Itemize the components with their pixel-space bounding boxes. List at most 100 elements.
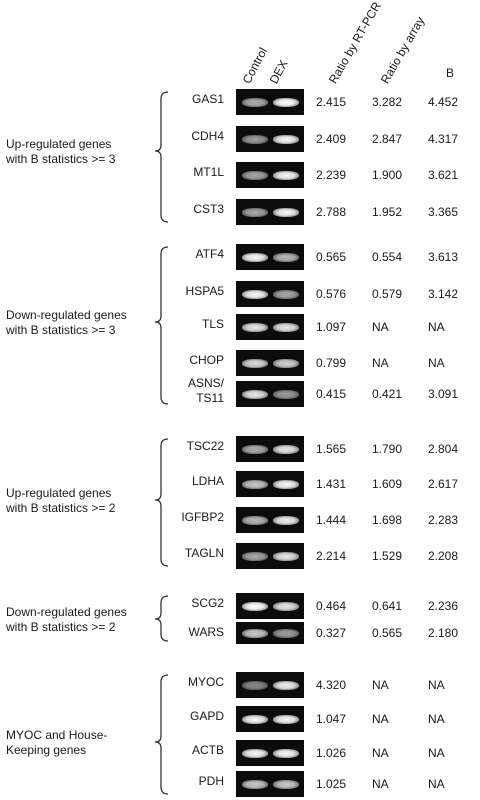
b-statistic: NA <box>428 712 445 726</box>
gene-name-line: TSC22 <box>186 439 224 453</box>
gel-lane-image <box>236 740 304 766</box>
gel-lane-image <box>236 471 304 497</box>
ratio-array: 1.790 <box>372 442 403 456</box>
b-statistic: 3.613 <box>428 250 459 264</box>
ratio-array: 1.698 <box>372 513 403 527</box>
gel-lane-image <box>236 314 304 340</box>
group-brace <box>154 246 169 405</box>
band-control <box>242 681 268 690</box>
ratio-array: 1.952 <box>372 205 403 219</box>
gene-name: TSC22 <box>187 439 224 453</box>
gene-name-line: TAGLN <box>184 546 224 560</box>
ratio-rt-pcr: 4.320 <box>316 678 347 692</box>
band-dex <box>273 208 299 217</box>
ratio-array: 0.579 <box>372 287 403 301</box>
band-dex <box>273 171 299 180</box>
group-brace <box>154 595 169 642</box>
band-dex <box>273 390 299 399</box>
gel-lane-image <box>236 436 304 462</box>
gel-lane-image <box>236 672 304 698</box>
group-label-line: Keeping genes <box>6 743 87 757</box>
gene-name-line: CDH4 <box>191 129 224 143</box>
band-dex <box>273 359 299 368</box>
gene-name: HSPA5 <box>186 284 224 298</box>
band-control <box>242 290 268 299</box>
b-statistic: 2.208 <box>428 549 459 563</box>
b-statistic: NA <box>428 678 445 692</box>
band-control <box>242 552 268 561</box>
column-header-control: Control <box>239 45 271 86</box>
gene-name-line: IGFBP2 <box>181 510 224 524</box>
gene-name-line: ASNS/ <box>187 376 224 390</box>
gel-lane-image <box>236 706 304 732</box>
band-control <box>242 629 268 638</box>
group-label-line: with B statistics >= 3 <box>6 323 116 337</box>
ratio-rt-pcr: 0.799 <box>316 356 347 370</box>
group-label-line: Down-regulated genes <box>6 308 127 322</box>
ratio-array: 2.847 <box>372 132 403 146</box>
b-statistic: 2.236 <box>428 599 459 613</box>
b-statistic: 2.180 <box>428 626 459 640</box>
gene-name: GAPD <box>190 709 224 723</box>
band-control <box>242 445 268 454</box>
band-control <box>242 253 268 262</box>
ratio-rt-pcr: 1.047 <box>316 712 347 726</box>
gene-name: PDH <box>199 774 224 788</box>
gel-lane-image <box>236 199 304 225</box>
gene-name-line: ATF4 <box>195 247 224 261</box>
ratio-array: NA <box>372 356 389 370</box>
gel-lane-image <box>236 350 304 376</box>
band-dex <box>273 290 299 299</box>
b-statistic: 2.617 <box>428 477 459 491</box>
ratio-array: NA <box>372 712 389 726</box>
gel-lane-image <box>236 593 304 619</box>
gel-lane-image <box>236 381 304 407</box>
gene-name: IGFBP2 <box>181 510 224 524</box>
ratio-array: 0.554 <box>372 250 403 264</box>
band-control <box>242 780 268 789</box>
gel-lane-image <box>236 543 304 569</box>
band-dex <box>273 98 299 107</box>
band-dex <box>273 780 299 789</box>
b-statistic: 3.621 <box>428 168 459 182</box>
band-dex <box>273 135 299 144</box>
ratio-array: 0.421 <box>372 387 403 401</box>
b-statistic: NA <box>428 777 445 791</box>
ratio-rt-pcr: 2.214 <box>316 549 347 563</box>
gene-name-line: TLS <box>201 317 224 331</box>
ratio-rt-pcr: 1.097 <box>316 320 347 334</box>
gene-name-line: HSPA5 <box>185 284 224 298</box>
band-control <box>242 359 268 368</box>
ratio-array: NA <box>372 746 389 760</box>
gene-row: GAPD 1.047 NA NA <box>0 706 480 732</box>
gel-lane-image <box>236 622 304 644</box>
gene-name: TLS <box>202 317 224 331</box>
band-dex <box>273 480 299 489</box>
group-label-line: with B statistics >= 2 <box>6 620 116 634</box>
b-statistic: 4.317 <box>428 132 459 146</box>
gene-name: MYOC <box>188 675 224 689</box>
group-brace <box>154 674 169 795</box>
ratio-array: 0.641 <box>372 599 403 613</box>
ratio-rt-pcr: 0.576 <box>316 287 347 301</box>
gel-lane-image <box>236 244 304 270</box>
group-label-line: MYOC and House- <box>6 728 108 742</box>
ratio-rt-pcr: 1.444 <box>316 513 347 527</box>
column-header-b: B <box>446 66 455 80</box>
gene-name: CHOP <box>189 353 224 367</box>
gene-name: WARS <box>188 625 224 639</box>
gene-name-line: GAPD <box>189 709 224 723</box>
ratio-array: 1.609 <box>372 477 403 491</box>
gene-name-line: PDH <box>198 774 224 788</box>
band-dex <box>273 323 299 332</box>
